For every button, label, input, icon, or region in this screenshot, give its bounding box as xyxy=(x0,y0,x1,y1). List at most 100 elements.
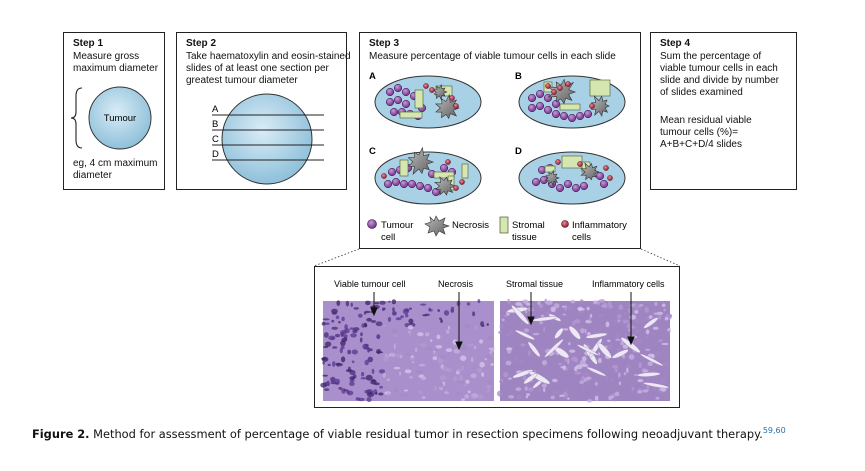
inflammatory-cell xyxy=(423,83,429,89)
tumour-cell xyxy=(407,179,417,189)
slide-d-oval xyxy=(518,151,626,205)
step2-label-b: B xyxy=(212,119,218,130)
inflammatory-cell xyxy=(445,159,451,165)
tumour-cell xyxy=(387,167,397,177)
tumour-cell xyxy=(527,93,537,103)
legend-necrosis-icon xyxy=(424,215,450,237)
step1-desc-2: maximum diameter xyxy=(73,63,159,74)
tumour-cell xyxy=(595,171,605,181)
tumour-cell xyxy=(555,183,565,193)
inflammatory-cell xyxy=(545,83,551,89)
zoom-line-right xyxy=(640,248,681,267)
tumour-cell xyxy=(567,113,577,123)
caption-prefix: Figure 2. xyxy=(32,426,90,441)
microRight-bg xyxy=(500,301,670,401)
tumour-cell xyxy=(401,99,411,109)
tumour-cell xyxy=(399,179,409,189)
tumour-cell xyxy=(583,109,593,119)
step1-desc-1: Measure gross xyxy=(73,51,140,62)
legend-stromal-icon xyxy=(499,216,509,234)
tumour-cell xyxy=(401,87,411,97)
tumour-cell xyxy=(551,109,561,119)
stromal-block xyxy=(589,79,611,97)
stromal-block xyxy=(461,163,469,179)
zoom-line-left xyxy=(313,248,360,267)
inflammatory-cell xyxy=(381,173,387,179)
necrosis-a2 xyxy=(432,83,448,101)
slide-a-label: A xyxy=(369,71,376,82)
tumour-cell xyxy=(385,87,395,97)
tumour-cell xyxy=(389,107,399,117)
legend-tumour-cell-icon xyxy=(367,219,377,229)
step2-label-a: A xyxy=(212,104,219,115)
tumour-cell xyxy=(599,179,609,189)
caption-text: Method for assessment of percentage of v… xyxy=(89,426,763,441)
step1-tumour-circle xyxy=(88,86,152,150)
step1-note-2: diameter xyxy=(73,170,112,181)
step1-brace xyxy=(70,87,83,149)
tumour-cell xyxy=(383,179,393,189)
necrosis-a xyxy=(434,93,460,120)
step3-title: Step 3 xyxy=(369,38,400,49)
inflammatory-cell xyxy=(607,175,613,181)
step4-title: Step 4 xyxy=(660,38,691,49)
tumour-cell xyxy=(385,97,395,107)
slide-b-label: B xyxy=(515,71,522,82)
step3-panel xyxy=(359,32,641,249)
tumour-cell xyxy=(575,111,585,121)
step4-desc-4: of slides examined xyxy=(660,87,743,98)
micro-label-stromal: Stromal tissue xyxy=(506,279,563,289)
step3-desc: Measure percentage of viable tumour cell… xyxy=(369,51,616,62)
slide-c-label: C xyxy=(369,146,376,157)
stromal-block xyxy=(414,89,424,109)
step4-formula-2: tumour cells (%)= xyxy=(660,127,739,138)
stromal-block xyxy=(399,159,409,177)
stromal-block xyxy=(544,165,556,173)
legend-inflammatory-label-1: Inflammatory xyxy=(572,220,627,231)
micrograph-right xyxy=(497,298,673,403)
slide-contents xyxy=(381,78,613,197)
inflammatory-cell xyxy=(557,85,563,91)
inflammatory-cell xyxy=(459,179,465,185)
step4-desc-2: viable tumour cells in each xyxy=(660,63,778,74)
inflammatory-cell xyxy=(453,103,459,109)
tumour-cell xyxy=(543,105,553,115)
step4-desc-3: slide and divide by number xyxy=(660,75,779,86)
step2-label-d: D xyxy=(212,149,219,160)
step4-formula-3: A+B+C+D/4 slides xyxy=(660,139,742,150)
step2-desc-3: greatest tumour diameter xyxy=(186,75,298,86)
tumour-cell xyxy=(535,101,545,111)
tumour-cell xyxy=(439,163,449,173)
legend-stromal-label-2: tissue xyxy=(512,232,537,243)
inflammatory-cell xyxy=(603,165,609,171)
tumour-cell xyxy=(527,103,537,113)
step1-tumour-label: Tumour xyxy=(104,113,136,124)
tumour-cell xyxy=(551,99,561,109)
caption-refs[interactable]: 59,60 xyxy=(762,426,786,435)
micro-label-necrosis: Necrosis xyxy=(438,279,474,289)
stromal-block xyxy=(399,111,423,119)
legend-inflammatory-icon xyxy=(561,220,569,228)
inflammatory-cell xyxy=(555,159,561,165)
figure-caption: Figure 2. Method for assessment of perce… xyxy=(32,424,842,441)
tumour-cell xyxy=(393,83,403,93)
inflammatory-cell xyxy=(565,81,571,87)
step2-label-c: C xyxy=(212,134,219,145)
step1-title: Step 1 xyxy=(73,38,104,49)
legend-tumour-label-1: Tumour xyxy=(381,220,413,231)
micrograph-left xyxy=(320,299,496,402)
necrosis-c2 xyxy=(434,176,458,196)
slide-d-label: D xyxy=(515,146,522,157)
step4-formula-1: Mean residual viable xyxy=(660,115,752,126)
legend-stromal-label-1: Stromal xyxy=(512,220,545,231)
tumour-cell xyxy=(559,111,569,121)
micro-label-viable: Viable tumour cell xyxy=(334,279,405,289)
inflammatory-cell xyxy=(589,103,595,109)
necrosis-c xyxy=(407,146,435,176)
tumour-cell xyxy=(415,181,425,191)
necrosis-d xyxy=(580,162,600,181)
inflammatory-cell xyxy=(449,95,455,101)
tumour-cell xyxy=(535,89,545,99)
tumour-cell xyxy=(563,179,573,189)
step4-desc-1: Sum the percentage of xyxy=(660,51,762,62)
